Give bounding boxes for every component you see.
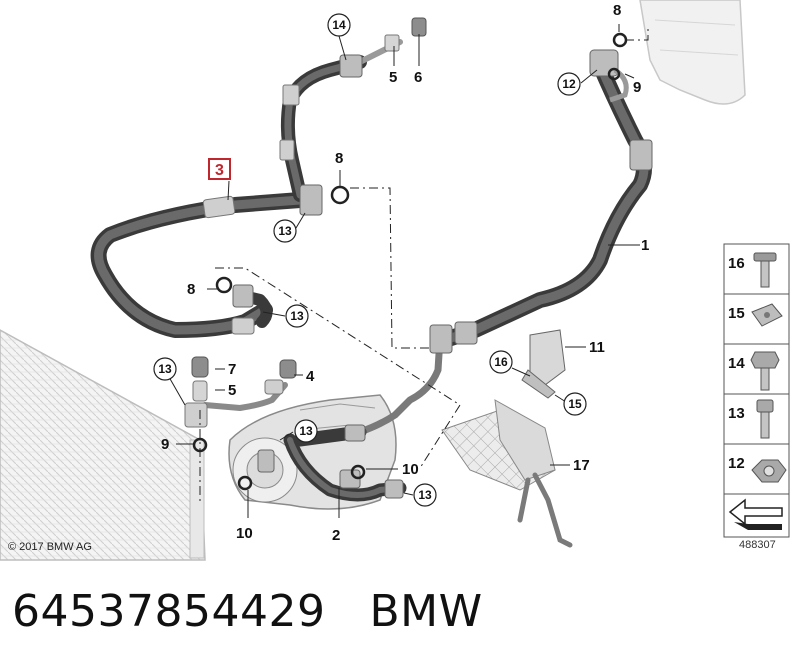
heat-shield	[441, 399, 573, 548]
callout-9-left: 9	[161, 436, 169, 453]
callout-12: 12	[562, 77, 576, 91]
fittings	[184, 17, 653, 499]
hex-nut-12-icon	[751, 459, 787, 483]
callout-13-b: 13	[290, 309, 304, 323]
brand-name: BMW	[369, 586, 483, 637]
dashed-lines	[199, 28, 649, 505]
legend-13: 13	[728, 405, 745, 422]
hex-bolt-14-icon	[750, 351, 780, 391]
expansion-tank	[639, 0, 746, 105]
figure-number: 488307	[739, 539, 776, 551]
direction-arrow-icon	[728, 498, 783, 530]
legend-15: 15	[728, 305, 745, 322]
copyright-notice: © 2017 BMW AG	[8, 541, 92, 553]
callout-labels: 1 2 4 5 5 6 7 8 8 8 9 9 10 10 11 17	[161, 2, 649, 544]
callout-3-highlighted: 3	[208, 158, 231, 180]
callout-11: 11	[589, 339, 605, 356]
callout-8-mid: 8	[335, 150, 343, 167]
callout-7: 7	[228, 361, 236, 378]
socket-screw-13-icon	[756, 399, 774, 439]
legend-12: 12	[728, 455, 745, 472]
screw-16-icon	[753, 252, 777, 288]
hose-lines	[90, 39, 652, 502]
callout-13-d: 13	[299, 424, 313, 438]
callout-13-c: 13	[158, 362, 172, 376]
callout-6: 6	[414, 69, 422, 86]
clip-nut-15-icon	[751, 303, 783, 327]
callout-15: 15	[568, 397, 582, 411]
callout-2: 2	[332, 527, 340, 544]
callout-10-bottom: 10	[236, 525, 253, 542]
callout-16: 16	[494, 355, 508, 369]
callout-8-left: 8	[187, 281, 195, 298]
leader-lines	[164, 24, 640, 518]
condenser	[0, 329, 206, 561]
callout-5-left: 5	[228, 382, 236, 399]
callout-1: 1	[641, 237, 649, 254]
circled-callouts: 14 12 13 13 13 13 13 16 15	[153, 13, 587, 507]
callout-3: 3	[215, 162, 224, 179]
part-number: 64537854429	[12, 586, 326, 637]
callout-8-top: 8	[613, 2, 621, 19]
callout-13-e: 13	[418, 488, 432, 502]
callout-9-top: 9	[633, 79, 641, 96]
callout-17: 17	[573, 457, 590, 474]
callout-13-a: 13	[278, 224, 292, 238]
callout-4: 4	[306, 368, 315, 385]
legend-14: 14	[728, 355, 745, 372]
legend-16: 16	[728, 255, 745, 272]
callout-10-right: 10	[402, 461, 419, 478]
fastener-legend: 16 15 14 13 12	[723, 243, 790, 538]
callout-5-top: 5	[389, 69, 397, 86]
callout-14: 14	[332, 18, 346, 32]
part-caption: 64537854429 BMW	[12, 586, 483, 637]
